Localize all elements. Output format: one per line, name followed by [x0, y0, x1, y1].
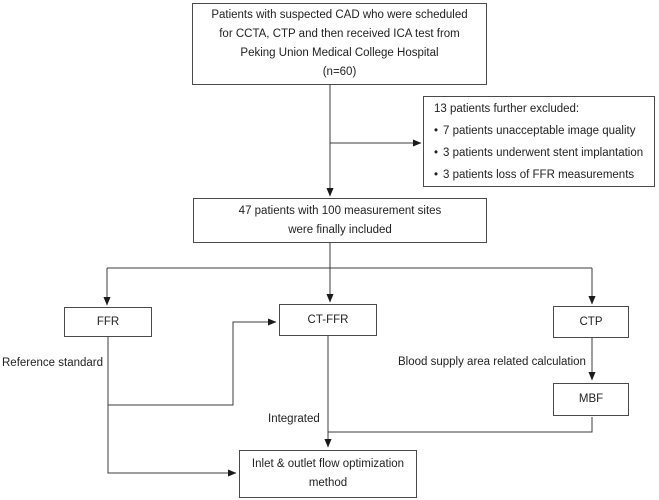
box-included-line: were finally included	[288, 223, 392, 236]
connector-mbf-to-junction	[328, 417, 593, 433]
connector-ffr-to-method	[107, 337, 237, 477]
box-mbf: MBF	[553, 383, 629, 416]
box-method: Inlet & outlet flow optimization method	[239, 450, 417, 498]
box-ctp: CTP	[553, 306, 629, 338]
excluded-item-text: 3 patients underwent stent implantation	[443, 146, 644, 159]
box-cohort-line: for CCTA, CTP and then received ICA test…	[219, 28, 460, 40]
box-cohort: Patients with suspected CAD who were sch…	[192, 3, 487, 85]
box-ctp-label: CTP	[579, 315, 603, 328]
label-reference-standard: Reference standard	[2, 357, 104, 369]
excluded-title: 13 patients further excluded:	[434, 102, 580, 115]
bullet-icon: •	[434, 124, 439, 137]
box-ct-ffr-label: CT-FFR	[307, 313, 349, 326]
excluded-item-text: 3 patients loss of FFR measurements	[443, 168, 635, 181]
box-method-line: method	[308, 477, 348, 489]
box-ffr: FFR	[64, 307, 152, 337]
connector-ffr-to-ctffr	[108, 318, 277, 406]
bullet-icon: •	[434, 168, 439, 181]
box-method-line: Inlet & outlet flow optimization	[251, 458, 405, 470]
box-cohort-line: (n=60)	[322, 66, 357, 78]
box-ct-ffr: CT-FFR	[279, 304, 377, 336]
box-included: 47 patients with 100 measurement sites w…	[193, 198, 487, 243]
box-mbf-label: MBF	[578, 393, 604, 405]
box-cohort-line: Peking Union Medical College Hospital	[240, 47, 439, 59]
box-excluded: 13 patients further excluded: • 7 patien…	[423, 96, 655, 187]
bullet-icon: •	[434, 146, 439, 159]
excluded-item: • 7 patients unacceptable image quality	[434, 120, 635, 142]
excluded-item: • 3 patients loss of FFR measurements	[434, 164, 634, 186]
box-included-line: 47 patients with 100 measurement sites	[238, 204, 442, 217]
excluded-item: • 3 patients underwent stent implantatio…	[434, 142, 643, 164]
label-integrated: Integrated	[268, 413, 320, 425]
excluded-item-text: 7 patients unacceptable image quality	[443, 124, 636, 137]
label-blood-supply: Blood supply area related calculation	[398, 356, 586, 368]
box-ffr-label: FFR	[96, 315, 120, 328]
box-cohort-line: Patients with suspected CAD who were sch…	[211, 9, 468, 21]
